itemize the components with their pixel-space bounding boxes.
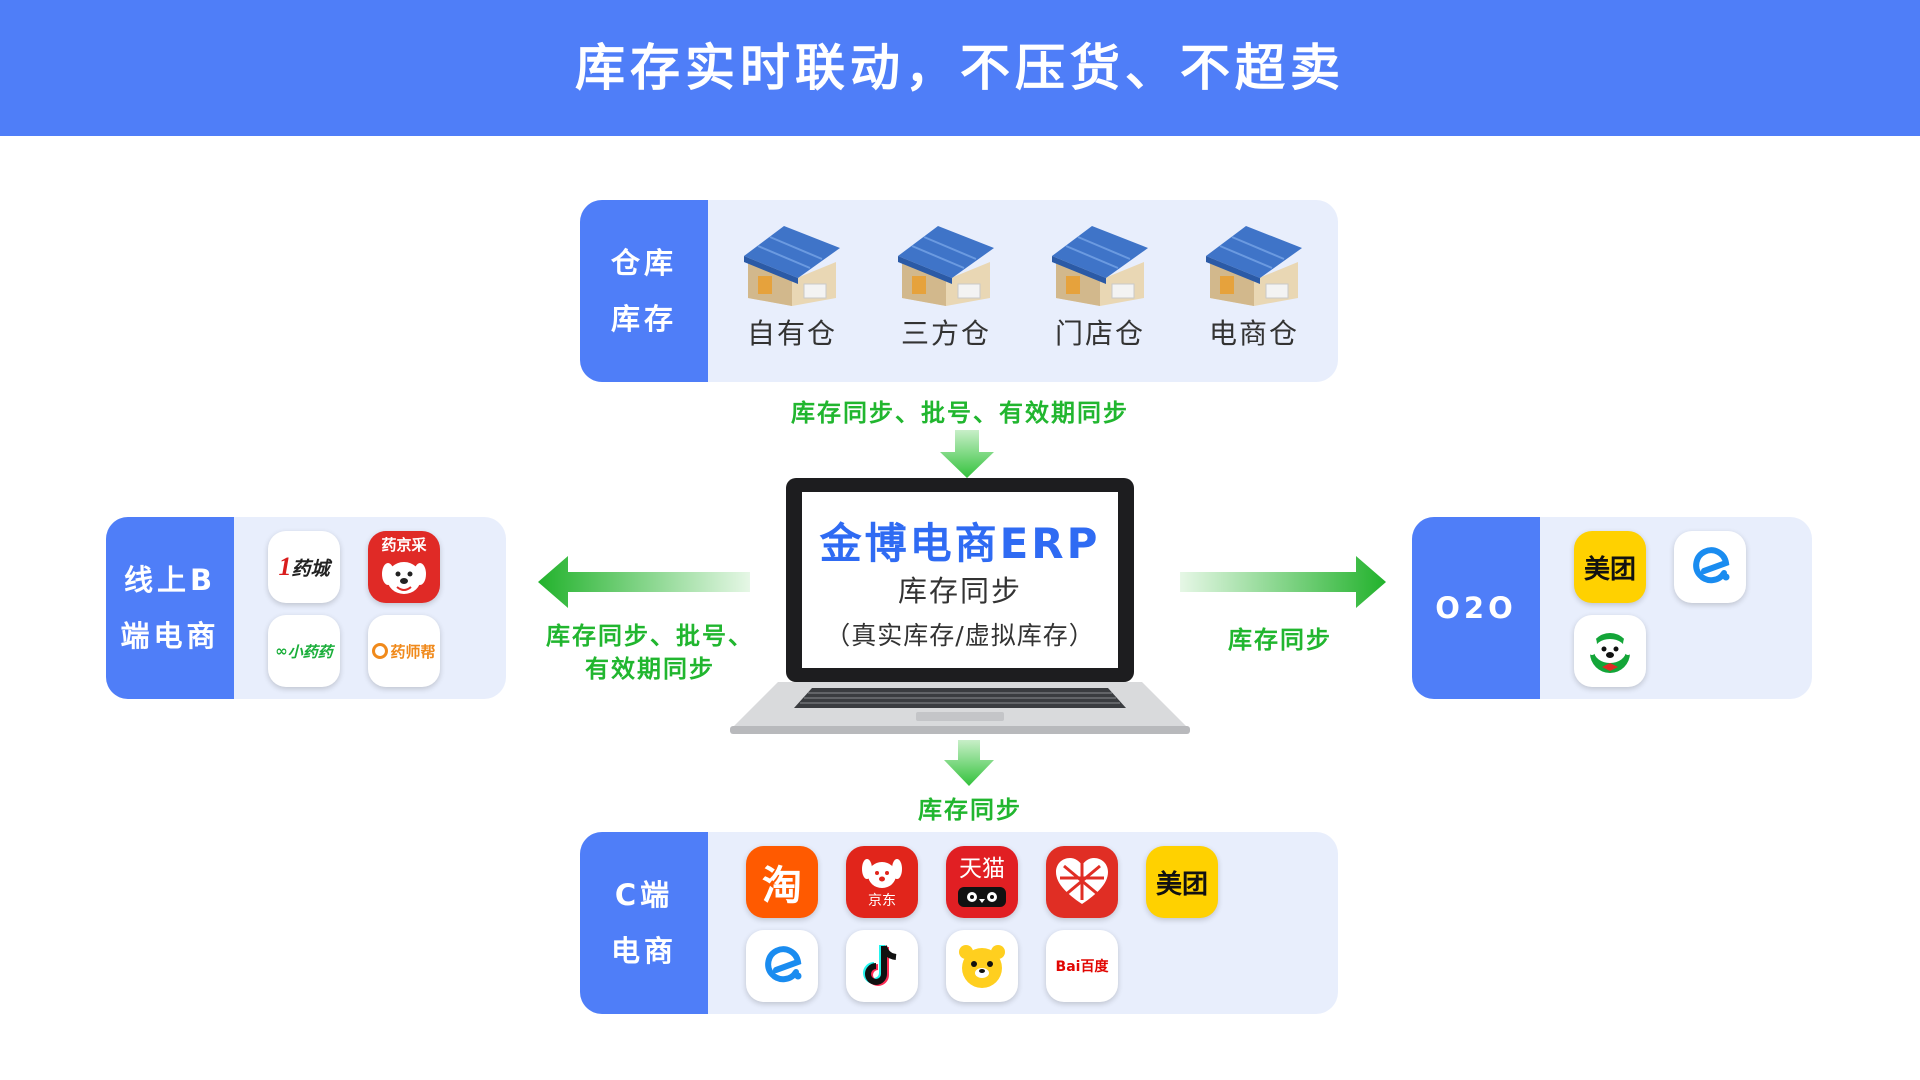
baidu-app-icon: Bai百度 [1046, 930, 1118, 1002]
taobao-app-icon: 淘 [746, 846, 818, 918]
kangaroo-face-icon [959, 945, 1005, 988]
erp-title: 金博电商ERP [819, 519, 1101, 568]
warehouse-icon [898, 226, 994, 306]
douyin-note-icon [863, 945, 897, 986]
arrow-right [1180, 556, 1386, 608]
warehouse-tag-line1: 仓库 [610, 246, 677, 280]
yaoshibang-app-label: 药师帮 [390, 642, 436, 661]
page-title: 库存实时联动，不压货、不超卖 [575, 39, 1345, 97]
warehouse-label-ecommerce: 电商仓 [1208, 317, 1299, 350]
tmall-app-icon: 天猫 [946, 846, 1018, 918]
warehouse-label-third-party: 三方仓 [900, 317, 991, 350]
laptop-illustration [730, 478, 1190, 734]
warehouse-icon [1052, 226, 1148, 306]
xiaoyaoyao-app-label: 小药药 [287, 642, 333, 661]
yaojingcai-app-icon: 药京采 [368, 531, 440, 603]
pinduoduo-app-icon [1046, 846, 1118, 918]
c-channel-tag-line1: C端 [614, 878, 674, 912]
tmall-cat-face-icon [958, 887, 1006, 907]
c-channel-tag: C端 电商 [580, 832, 708, 1014]
c-channel-panel: C端 电商 淘 京东 天猫 [580, 832, 1338, 1014]
arrow-down-top [940, 430, 994, 478]
meituan-app-icon: 美团 [1146, 846, 1218, 918]
taobao-app-label: 淘 [762, 863, 802, 909]
warehouse-icon [1206, 226, 1302, 306]
flow-label-left-line2: 有效期同步 [585, 655, 715, 683]
eleme-logo-icon [765, 946, 802, 983]
xiaoyaoyao-app-icon: ∞小药药 [268, 615, 340, 687]
flow-label-right: 库存同步 [1228, 626, 1332, 654]
o2o-tag: O2O [1412, 517, 1540, 699]
eleme-app-icon [1674, 531, 1746, 603]
warehouse-item-store: 门店仓 [1040, 222, 1160, 362]
yaoshibang-app-icon: 药师帮 [368, 615, 440, 687]
dog-mascot-icon [382, 562, 426, 594]
eleme-app-icon [746, 930, 818, 1002]
douyin-app-icon [846, 930, 918, 1002]
warehouse-label-own: 自有仓 [746, 317, 837, 350]
pinduoduo-heart-icon [1056, 858, 1108, 904]
flow-label-left-line1: 库存同步、批号、 [546, 622, 754, 650]
c-channel-tag-line2: 电商 [610, 934, 677, 968]
arrow-left [538, 556, 750, 608]
eleme-logo-icon [1693, 547, 1730, 584]
b-channel-tag-line2: 端电商 [120, 619, 220, 653]
meituan-app-icon: 美团 [1574, 531, 1646, 603]
warehouse-item-ecommerce: 电商仓 [1194, 222, 1314, 362]
warehouse-tag-line2: 库存 [610, 302, 677, 336]
tmall-app-label: 天猫 [959, 856, 1005, 882]
arrow-down-bottom [944, 740, 994, 786]
erp-subtitle: 库存同步 [897, 574, 1022, 608]
o2o-tag-label: O2O [1435, 591, 1517, 625]
flow-label-left: 库存同步、批号、 有效期同步 [530, 620, 770, 686]
warehouse-panel: 仓库 库存 自有仓 三方仓 [580, 200, 1338, 382]
erp-subtitle-detail: （真实库存/虚拟库存） [825, 621, 1095, 650]
warehouse-item-own: 自有仓 [732, 222, 852, 362]
flow-label-bottom: 库存同步 [918, 796, 1022, 824]
meituan-app-label: 美团 [1583, 554, 1636, 585]
meituan-waimai-app-icon [946, 930, 1018, 1002]
warehouse-tag: 仓库 库存 [580, 200, 708, 382]
o2o-panel: O2O 美团 [1412, 517, 1812, 699]
jd-app-label: 京东 [868, 893, 896, 909]
warehouse-label-store: 门店仓 [1054, 317, 1145, 350]
meituan-app-label-c: 美团 [1155, 869, 1208, 900]
jd-daojia-app-icon [1574, 615, 1646, 687]
b-channel-tag: 线上B 端电商 [106, 517, 234, 699]
yaojingcai-app-label: 药京采 [381, 536, 427, 554]
warehouse-icon [744, 226, 840, 306]
warehouse-item-third-party: 三方仓 [886, 222, 1006, 362]
jd-daojia-dog-icon [1587, 633, 1633, 673]
b-channel-tag-line1: 线上B [123, 563, 217, 597]
flow-label-top: 库存同步、批号、有效期同步 [791, 399, 1129, 427]
header-banner [0, 0, 1920, 136]
yiyaocheng-app-label: 药城 [291, 557, 330, 580]
jd-dog-icon [862, 859, 902, 888]
jd-app-icon: 京东 [846, 846, 918, 918]
baidu-app-label: Bai百度 [1055, 959, 1109, 975]
